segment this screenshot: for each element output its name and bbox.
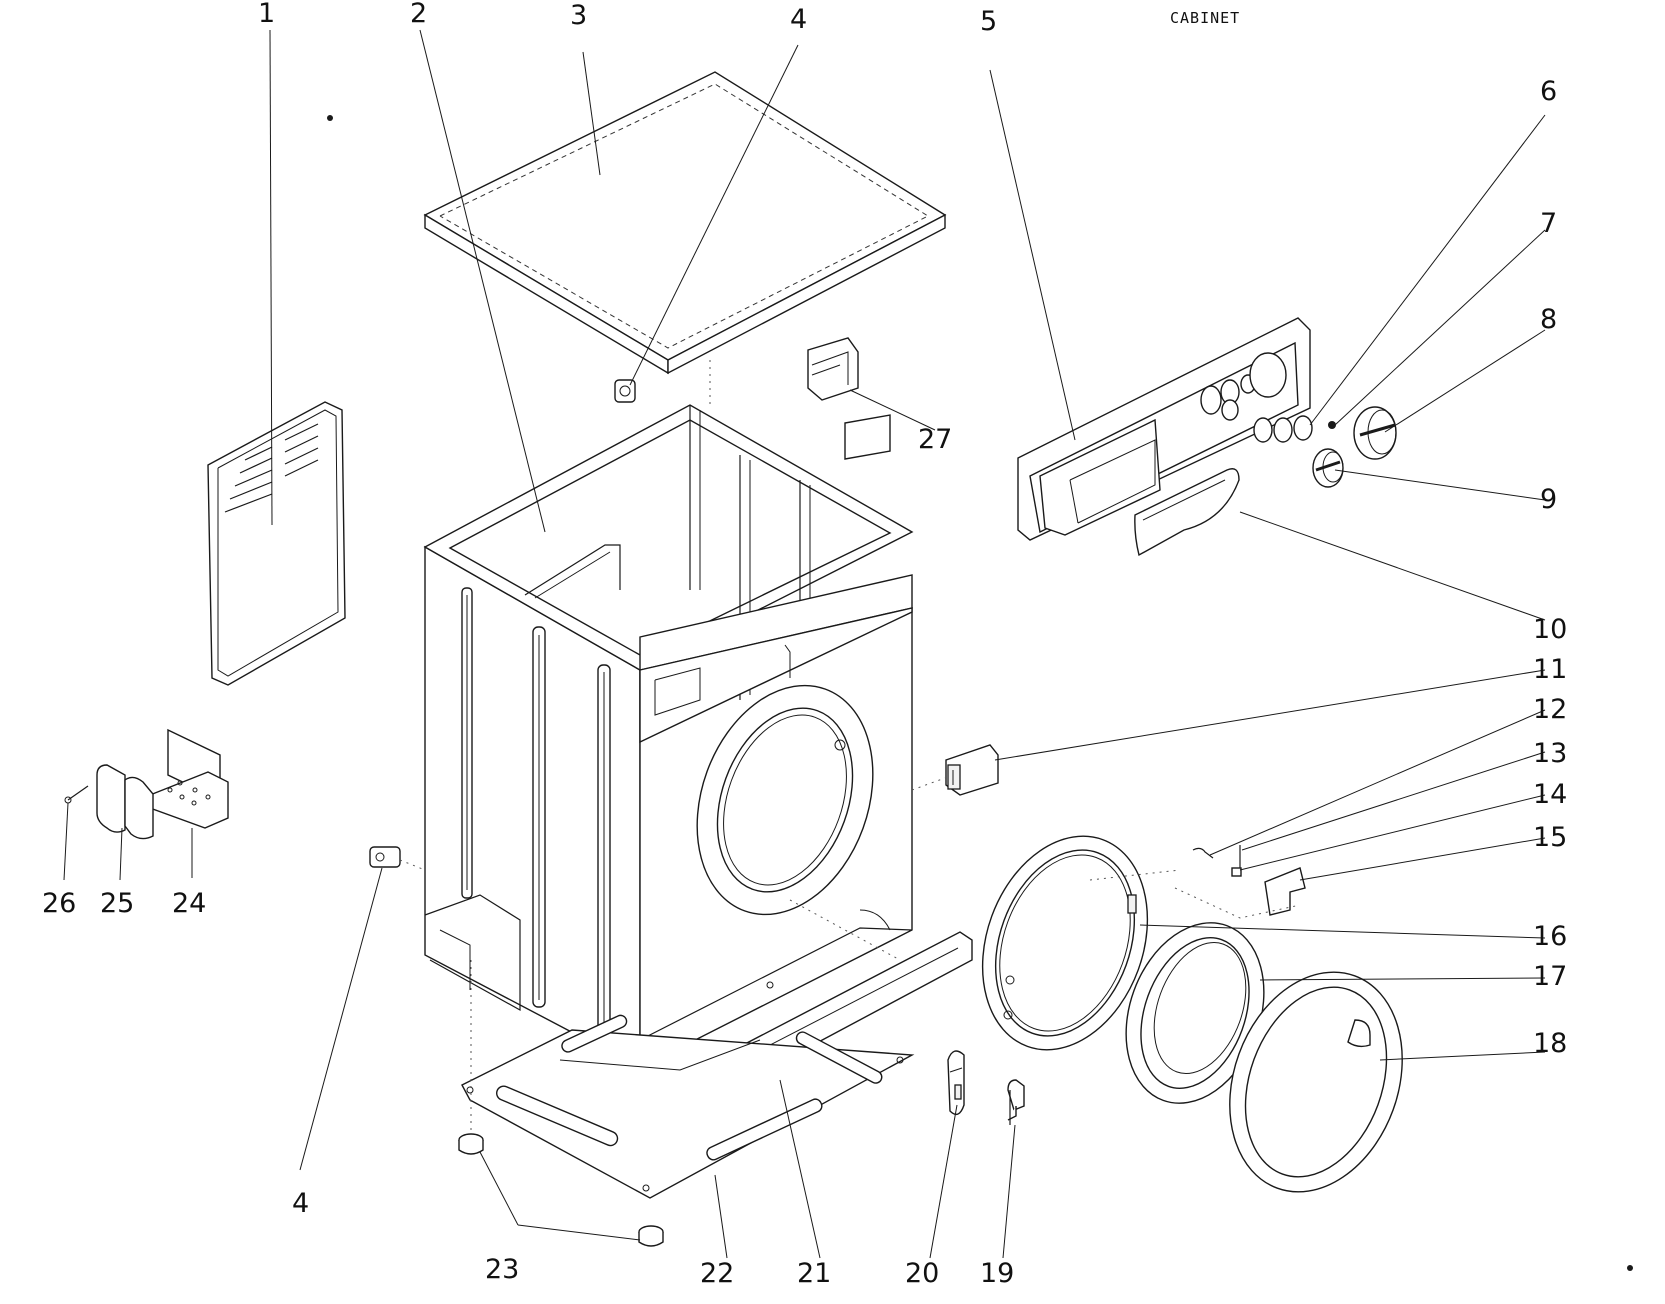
top-bracket (807, 337, 859, 401)
side-panel (207, 401, 346, 686)
label-26: 26 (42, 888, 76, 919)
label-7: 7 (1540, 208, 1557, 239)
hinge-plate (96, 764, 154, 840)
base-frame (461, 1014, 915, 1199)
door-switch (945, 744, 999, 796)
label-17: 17 (1533, 961, 1567, 992)
label-21: 21 (797, 1258, 831, 1289)
door-frame-inner (981, 835, 1149, 1051)
label-5: 5 (980, 6, 997, 37)
label-10: 10 (1533, 614, 1567, 645)
label-24: 24 (172, 888, 206, 919)
door-catch (1264, 867, 1306, 916)
label-14: 14 (1533, 779, 1567, 810)
diagram-title: CABINET (1170, 9, 1240, 27)
label-3: 3 (570, 0, 587, 31)
door-glass (1125, 922, 1265, 1104)
part-labels: 1 2 3 4 5 6 7 8 9 10 11 12 13 14 15 16 1… (42, 0, 1567, 1289)
hinge-clip-top (614, 379, 636, 403)
hinge-pin (1007, 1079, 1025, 1125)
label-12: 12 (1533, 694, 1567, 725)
label-4-bottom: 4 (292, 1188, 309, 1219)
cabinet-body (423, 404, 914, 1070)
indicator-light (1328, 421, 1336, 429)
label-18: 18 (1533, 1028, 1567, 1059)
label-22: 22 (700, 1258, 734, 1289)
label-9: 9 (1540, 484, 1557, 515)
label-15: 15 (1533, 822, 1567, 853)
speck (1627, 1265, 1633, 1271)
temperature-knob (1312, 448, 1344, 488)
speck (327, 115, 333, 121)
hinge-clip-left (369, 846, 401, 868)
screw (64, 785, 89, 804)
adjustable-foot-right (638, 1225, 664, 1247)
label-19: 19 (980, 1258, 1014, 1289)
assembly-guides (399, 360, 1181, 1135)
label-13: 13 (1533, 738, 1567, 769)
door-hinge (947, 1050, 965, 1116)
label-2: 2 (410, 0, 427, 29)
label-8: 8 (1540, 304, 1557, 335)
leader-lines (63, 29, 1546, 1259)
label-16: 16 (1533, 921, 1567, 952)
label-11: 11 (1533, 654, 1567, 685)
top-lid (423, 71, 947, 375)
label-27: 27 (918, 424, 952, 455)
mounting-bracket (149, 728, 229, 829)
detergent-drawer-handle (1134, 468, 1240, 557)
label-4-top: 4 (790, 4, 807, 35)
control-panel (1017, 317, 1311, 541)
label-1: 1 (258, 0, 275, 29)
label-6: 6 (1540, 76, 1557, 107)
lock-spring (1192, 847, 1214, 859)
lock-clip (1231, 867, 1242, 877)
push-buttons (1253, 415, 1313, 443)
adjustable-foot-left (458, 1133, 484, 1155)
programme-knob (1353, 406, 1397, 460)
label-23: 23 (485, 1254, 519, 1285)
door-outer-ring (1229, 971, 1403, 1193)
label-20: 20 (905, 1258, 939, 1289)
label-25: 25 (100, 888, 134, 919)
